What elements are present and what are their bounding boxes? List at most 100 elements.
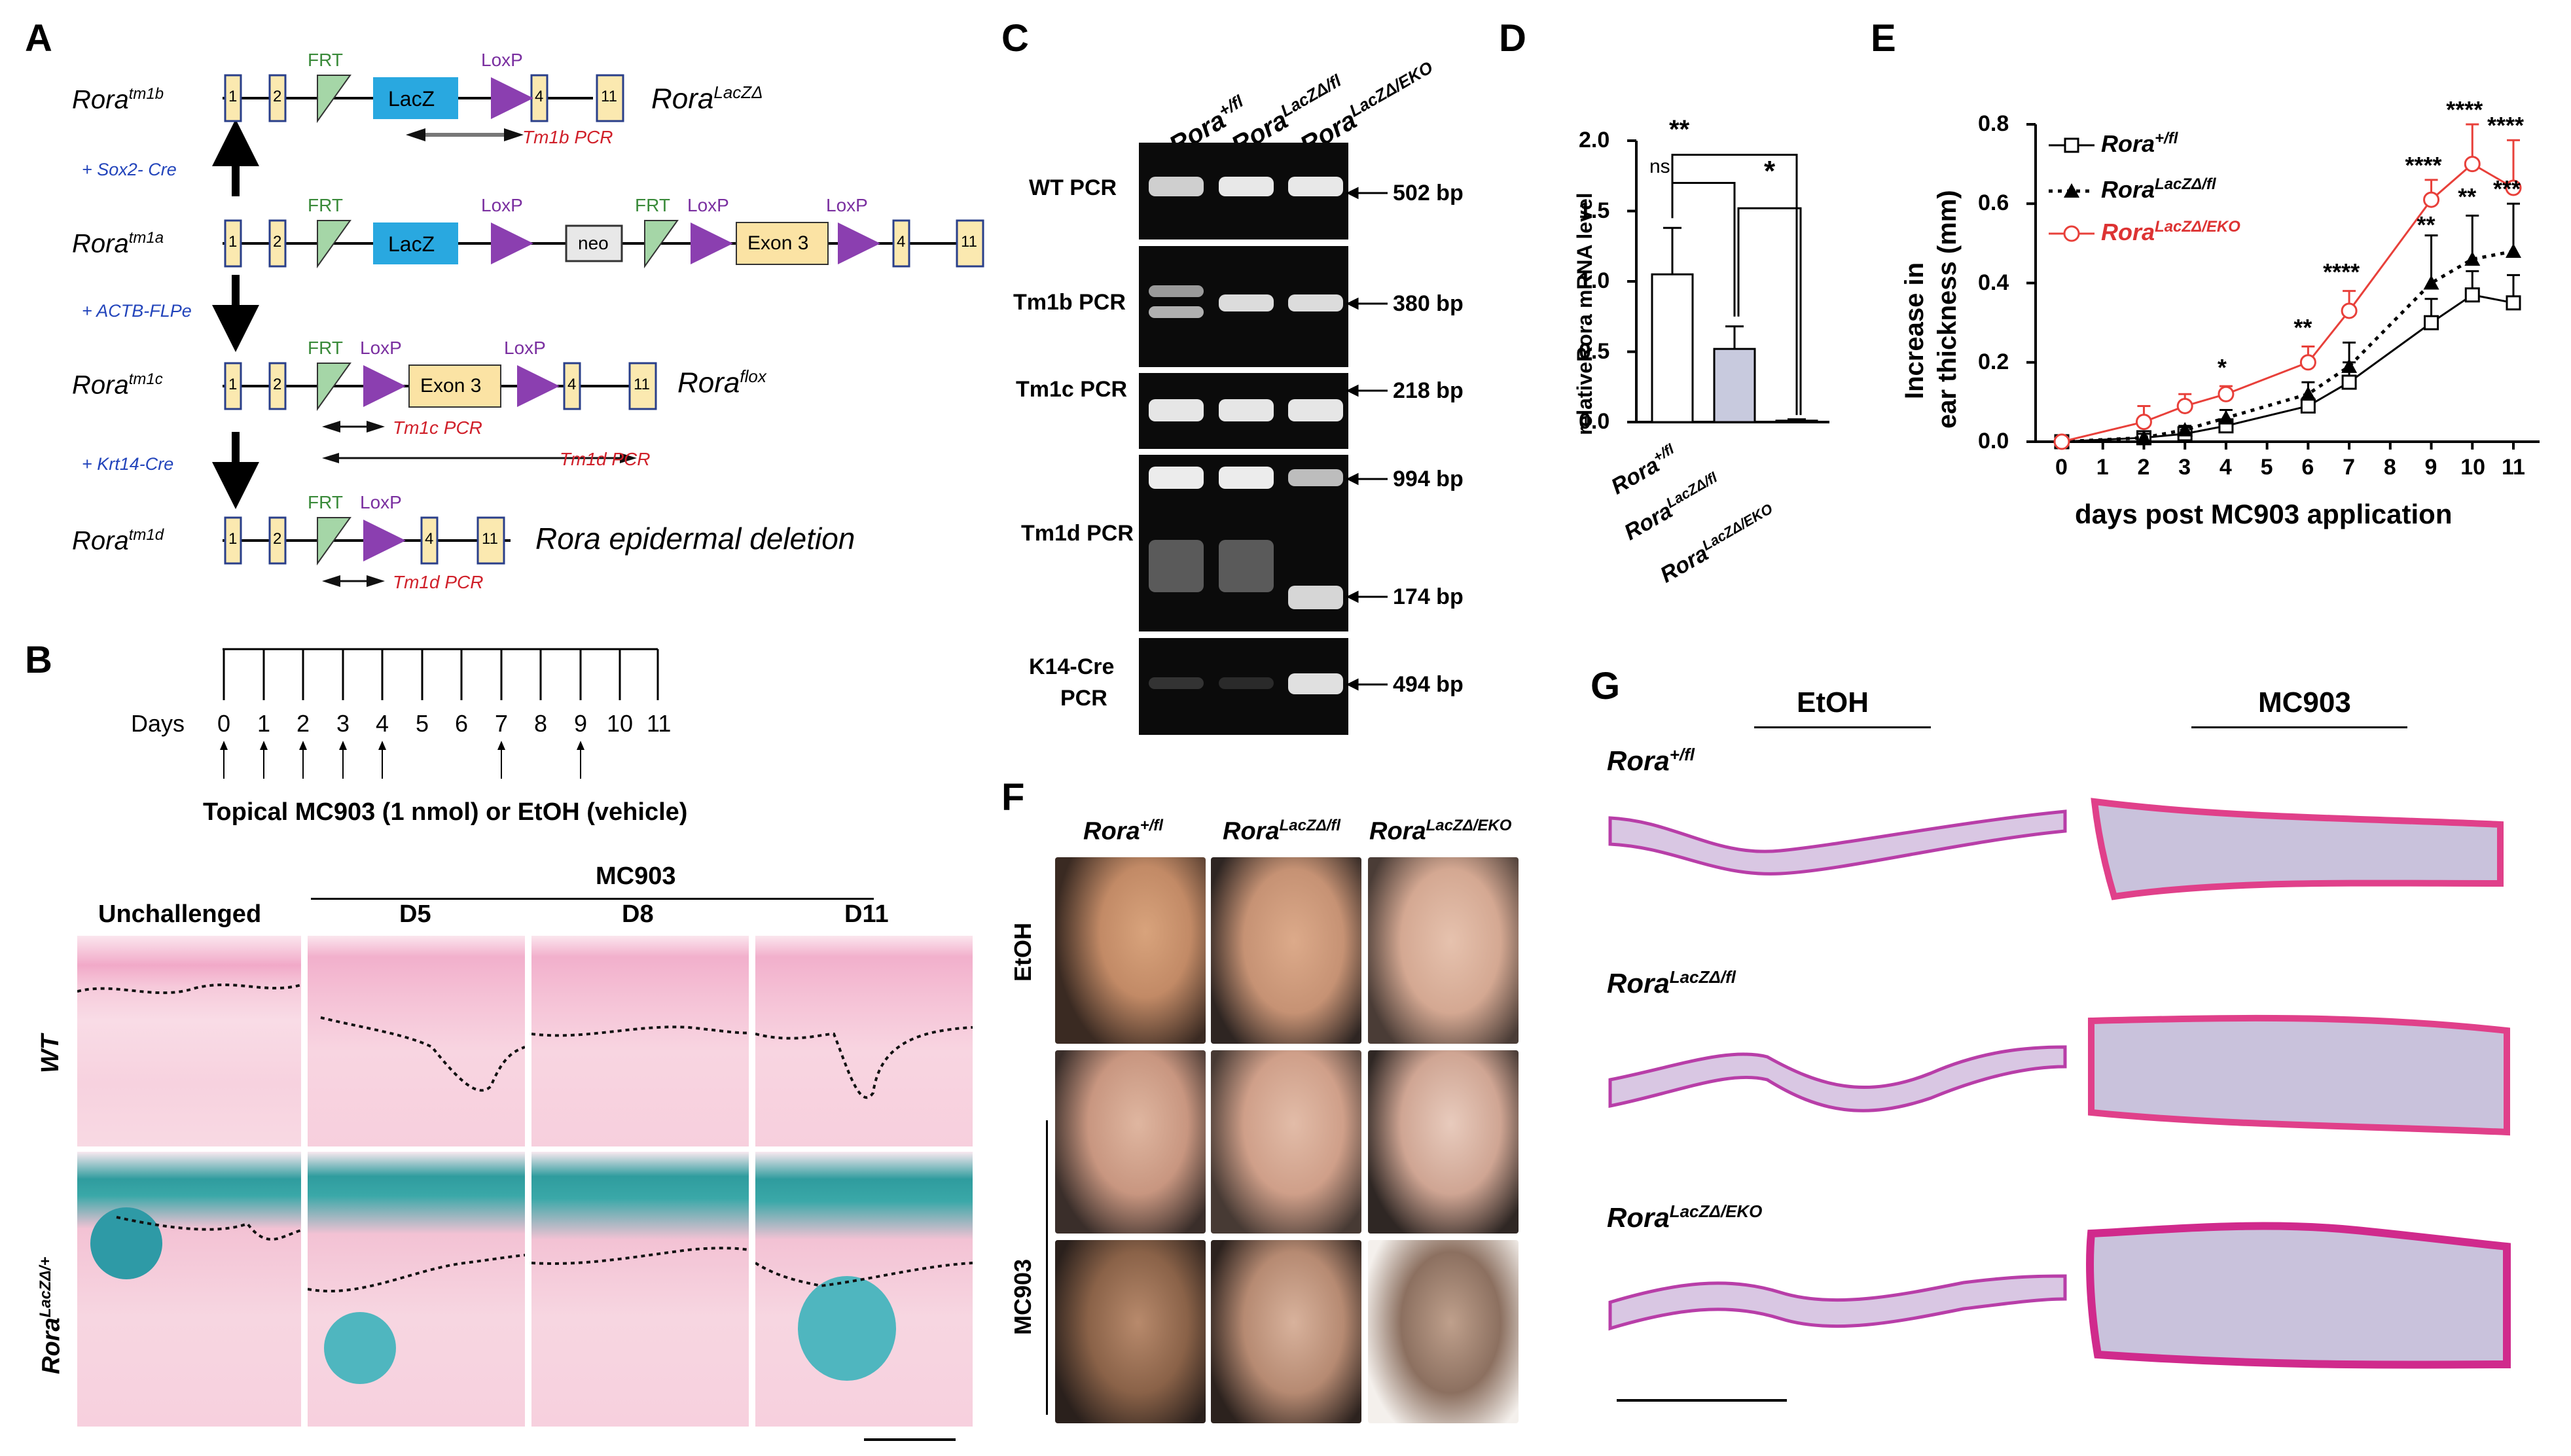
e-point xyxy=(2464,156,2481,173)
e-point xyxy=(2300,386,2316,401)
day-tick: 11 xyxy=(647,710,672,737)
exon-number: 1 xyxy=(228,530,238,548)
loxp-label: LoxP xyxy=(360,338,402,358)
panel-label-g: G xyxy=(1591,665,1621,707)
exon3-label: Exon 3 xyxy=(747,232,809,254)
e-xtick-label: 2 xyxy=(2137,455,2150,480)
frt-label: FRT xyxy=(308,338,343,358)
histology-wt-d11 xyxy=(755,936,973,1146)
exon-number: 4 xyxy=(535,88,544,105)
e-xtick-label: 4 xyxy=(2219,455,2232,480)
allele-tm1d: Roratm1d xyxy=(72,526,164,556)
e-point xyxy=(2424,315,2439,330)
size-arrows xyxy=(1346,186,1388,691)
loxp-label: LoxP xyxy=(481,195,523,215)
loxp-label: LoxP xyxy=(481,50,523,70)
gel-tm1c xyxy=(1139,373,1348,449)
e-xtick-label: 5 xyxy=(2260,455,2273,480)
g-row-3: RoraLacZΔ/EKO xyxy=(1607,1201,1763,1233)
f-col-2: RoraLacZΔ/fl xyxy=(1223,817,1341,845)
band-size: 174 bp xyxy=(1393,584,1464,609)
g-col-mc903: MC903 xyxy=(2258,686,2351,719)
lacz-label: LacZ xyxy=(388,87,435,111)
allele-flox-label: Roraflox xyxy=(677,366,766,399)
histology-wt-unchallenged xyxy=(77,936,301,1146)
exon-number: 4 xyxy=(567,376,577,393)
ear-photo-etoh-3 xyxy=(1368,857,1519,1044)
gel-label: Tm1b PCR xyxy=(1013,290,1126,315)
e-legend-1: Rora+/fl xyxy=(2101,130,2178,157)
band-size: 994 bp xyxy=(1393,467,1464,491)
e-point xyxy=(2053,433,2070,450)
cross-krt14-cre: + Krt14-Cre xyxy=(82,454,174,474)
bar-chart-rora-mrna xyxy=(1627,139,1829,423)
e-legend-marker xyxy=(2064,137,2079,153)
e-xtick-label: 3 xyxy=(2178,455,2191,480)
pcr-label-tm1d: Tm1d PCR xyxy=(393,572,484,592)
g-scale-bar xyxy=(1617,1399,1787,1402)
g-etoh-bar xyxy=(1754,726,1931,728)
e-point xyxy=(2464,287,2480,303)
histology-wt-d5 xyxy=(308,936,525,1146)
g-row-1: Rora+/fl xyxy=(1607,745,1695,776)
exon-number: 11 xyxy=(601,88,617,105)
exon-number: 11 xyxy=(482,530,498,548)
e-xtick-label: 8 xyxy=(2383,455,2396,480)
f-mc903-bar xyxy=(1046,1120,1048,1415)
e-point xyxy=(2218,410,2234,425)
scale-bar xyxy=(864,1438,956,1441)
f-col-1: Rora+/fl xyxy=(1083,817,1163,845)
e-xtick-label: 7 xyxy=(2343,455,2355,480)
gel-label: Tm1c PCR xyxy=(1016,377,1128,402)
e-point xyxy=(2506,295,2521,311)
histology-wt-d8 xyxy=(531,936,749,1146)
d-ytick-label: 0.0 xyxy=(1579,409,1610,434)
exon-number: 1 xyxy=(228,376,238,393)
e-point xyxy=(2341,358,2358,373)
exon-number: 1 xyxy=(228,88,238,105)
e-series-line xyxy=(2061,249,2514,444)
ear-photo-mc903-3a xyxy=(1368,1050,1519,1234)
e-xtick-label: 6 xyxy=(2301,455,2314,480)
day-tick: 9 xyxy=(574,710,588,737)
d-ytick-label: 1.5 xyxy=(1579,198,1610,223)
e-point xyxy=(2341,374,2357,390)
frt-label: FRT xyxy=(308,492,343,512)
e-xtick-label: 9 xyxy=(2424,455,2437,480)
g-mc903-bar xyxy=(2191,726,2407,728)
neo-label: neo xyxy=(578,233,609,253)
e-sig-label: **** xyxy=(2446,96,2483,123)
exon-number: 2 xyxy=(273,88,282,105)
e-point xyxy=(2506,243,2521,258)
f-col-3: RoraLacZΔ/EKO xyxy=(1369,817,1512,845)
histology-lacz-d5 xyxy=(308,1152,525,1427)
e-xtick-label: 11 xyxy=(2502,455,2525,480)
e-legend-marker xyxy=(2064,183,2079,198)
pcr-label-tm1c: Tm1c PCR xyxy=(393,417,482,438)
loxp-label: LoxP xyxy=(687,195,729,215)
e-xtick-label: 1 xyxy=(2096,455,2109,480)
exon3-label: Exon 3 xyxy=(420,375,482,397)
e-sig-label: **** xyxy=(2405,151,2442,179)
e-point xyxy=(2505,179,2522,196)
e-ytick-label: 0.2 xyxy=(1978,349,2009,374)
allele-epidermal-label: Rora epidermal deletion xyxy=(535,522,855,556)
day-tick: 8 xyxy=(534,710,548,737)
treatment-caption: Topical MC903 (1 nmol) or EtOH (vehicle) xyxy=(203,798,688,826)
allele-tm1c: Roratm1c xyxy=(72,370,163,400)
day-tick: 0 xyxy=(217,710,231,737)
ear-photo-mc903-1b xyxy=(1055,1240,1206,1423)
band-size: 502 bp xyxy=(1393,181,1464,205)
d-bracket-ns xyxy=(1671,182,1736,317)
exon-number: 4 xyxy=(897,233,906,251)
day-tick: 6 xyxy=(455,710,469,737)
d-sig-ns: ns xyxy=(1649,156,1670,177)
gel-wt xyxy=(1139,143,1348,240)
d-ytick-label: 1.0 xyxy=(1579,268,1610,293)
d-sig-star: * xyxy=(1764,155,1776,187)
e-sig-label: *** xyxy=(2493,175,2521,203)
day-tick: 7 xyxy=(495,710,509,737)
gel-k14cre xyxy=(1139,638,1348,735)
loxp-label: LoxP xyxy=(826,195,868,215)
